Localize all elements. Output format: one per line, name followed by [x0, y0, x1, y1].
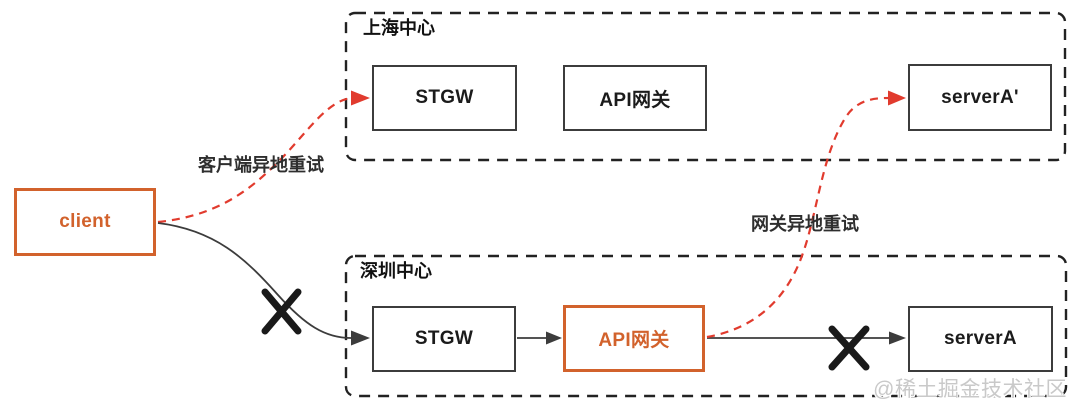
node-api-gateway-shanghai: API网关: [563, 65, 707, 131]
stgw-to-gateway-arrowhead-icon: [546, 331, 562, 345]
node-servera-label: serverA: [944, 328, 1017, 349]
client-node-label: client: [59, 211, 111, 232]
region-title-shanghai: 上海中心: [363, 18, 435, 38]
client-retry-arrowhead-icon: [351, 90, 370, 106]
failure-cross-icon-server-link: [828, 325, 870, 371]
watermark: @稀土掘金技术社区: [873, 378, 1067, 401]
node-servera: serverA: [908, 306, 1053, 372]
client-request-curve: [157, 222, 352, 339]
node-stgw-shanghai: STGW: [372, 65, 517, 131]
node-api-gateway-shenzhen: API网关: [563, 305, 705, 372]
edge-label-client-retry: 客户端异地重试: [198, 155, 324, 175]
node-stgw-shanghai-label: STGW: [415, 87, 474, 108]
edge-label-gateway-retry: 网关异地重试: [751, 214, 859, 234]
failure-cross-icon-client-link: [261, 288, 302, 335]
gateway-retry-arrowhead-icon: [888, 90, 906, 106]
node-api-gateway-shenzhen-label: API网关: [598, 330, 670, 351]
region-title-shenzhen: 深圳中心: [360, 261, 432, 281]
client-request-arrowhead-icon: [351, 330, 370, 346]
gateway-to-servera-arrowhead-icon: [889, 331, 906, 345]
client-node: client: [14, 188, 156, 256]
node-servera-prime-label: serverA': [941, 86, 1019, 108]
node-api-gateway-shanghai-label: API网关: [599, 89, 671, 111]
node-stgw-shenzhen: STGW: [372, 306, 516, 372]
node-servera-prime: serverA': [908, 64, 1052, 131]
node-stgw-shenzhen-label: STGW: [414, 328, 474, 349]
